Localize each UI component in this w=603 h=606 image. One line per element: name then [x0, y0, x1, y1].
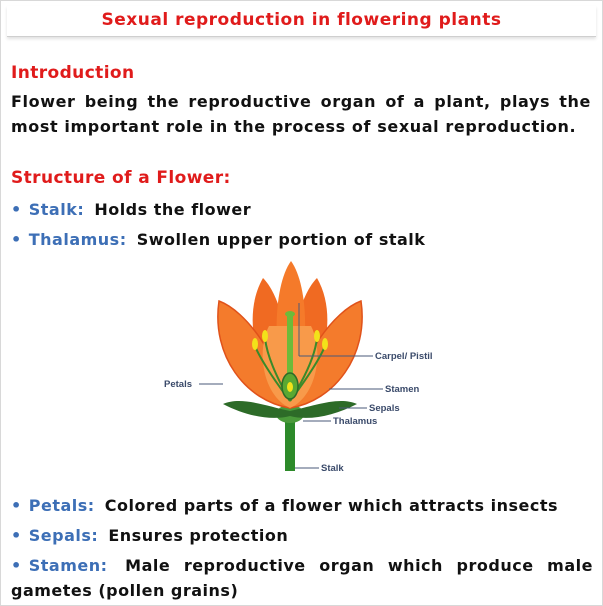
ovule-shape [287, 382, 293, 392]
bullet-desc: Colored parts of a flower which attracts… [104, 496, 559, 515]
stigma-shape [285, 311, 295, 317]
sepal-left [223, 401, 290, 418]
bullet-term: Petals: [28, 496, 95, 515]
bullet-dot: • [11, 200, 22, 219]
flower-diagram: Carpel/ Pistil Petals Stamen Sepals Thal… [151, 256, 451, 481]
bullet-term: Sepals: [28, 526, 99, 545]
title-bar: Sexual reproduction in flowering plants [7, 6, 596, 37]
label-thalamus: Thalamus [333, 416, 377, 427]
bullet-dot: • [11, 230, 22, 249]
label-petals: Petals [164, 379, 192, 390]
bullet-sepals: • Sepals: Ensures protection [11, 523, 593, 548]
bullet-thalamus: • Thalamus: Swollen upper portion of stal… [11, 227, 593, 252]
structure-heading: Structure of a Flower: [11, 168, 231, 188]
bullet-desc: Male reproductive organ which produce ma… [11, 556, 593, 600]
bullet-dot: • [11, 496, 22, 515]
pointer-lines [199, 303, 383, 469]
bullet-desc: Swollen upper portion of stalk [136, 230, 426, 249]
sepal-right [290, 401, 357, 418]
label-carpel: Carpel/ Pistil [375, 351, 433, 362]
intro-text: Flower being the reproductive organ of a… [11, 92, 591, 136]
style-shape [287, 316, 293, 396]
bullet-stalk: • Stalk: Holds the flower [11, 197, 593, 222]
bullet-petals: • Petals: Colored parts of a flower which… [11, 493, 593, 518]
anthers [252, 330, 328, 350]
label-stalk: Stalk [321, 463, 344, 474]
flower-illustration: Carpel/ Pistil Petals Stamen Sepals Thal… [164, 261, 433, 474]
bullet-term: Thalamus: [28, 230, 127, 249]
bullet-term: Stalk: [28, 200, 85, 219]
bullet-desc: Holds the flower [94, 200, 252, 219]
bullet-term: Stamen: [28, 556, 108, 575]
bullet-desc: Ensures protection [108, 526, 289, 545]
page-title: Sexual reproduction in flowering plants [101, 10, 502, 30]
label-stamen: Stamen [385, 384, 420, 395]
bullet-dot: • [11, 526, 22, 545]
label-sepals: Sepals [369, 403, 400, 414]
stalk-shape [285, 406, 295, 471]
bullet-dot: • [11, 556, 22, 575]
intro-heading: Introduction [11, 63, 135, 83]
bullet-stamen: • Stamen: Male reproductive organ which p… [11, 553, 593, 603]
